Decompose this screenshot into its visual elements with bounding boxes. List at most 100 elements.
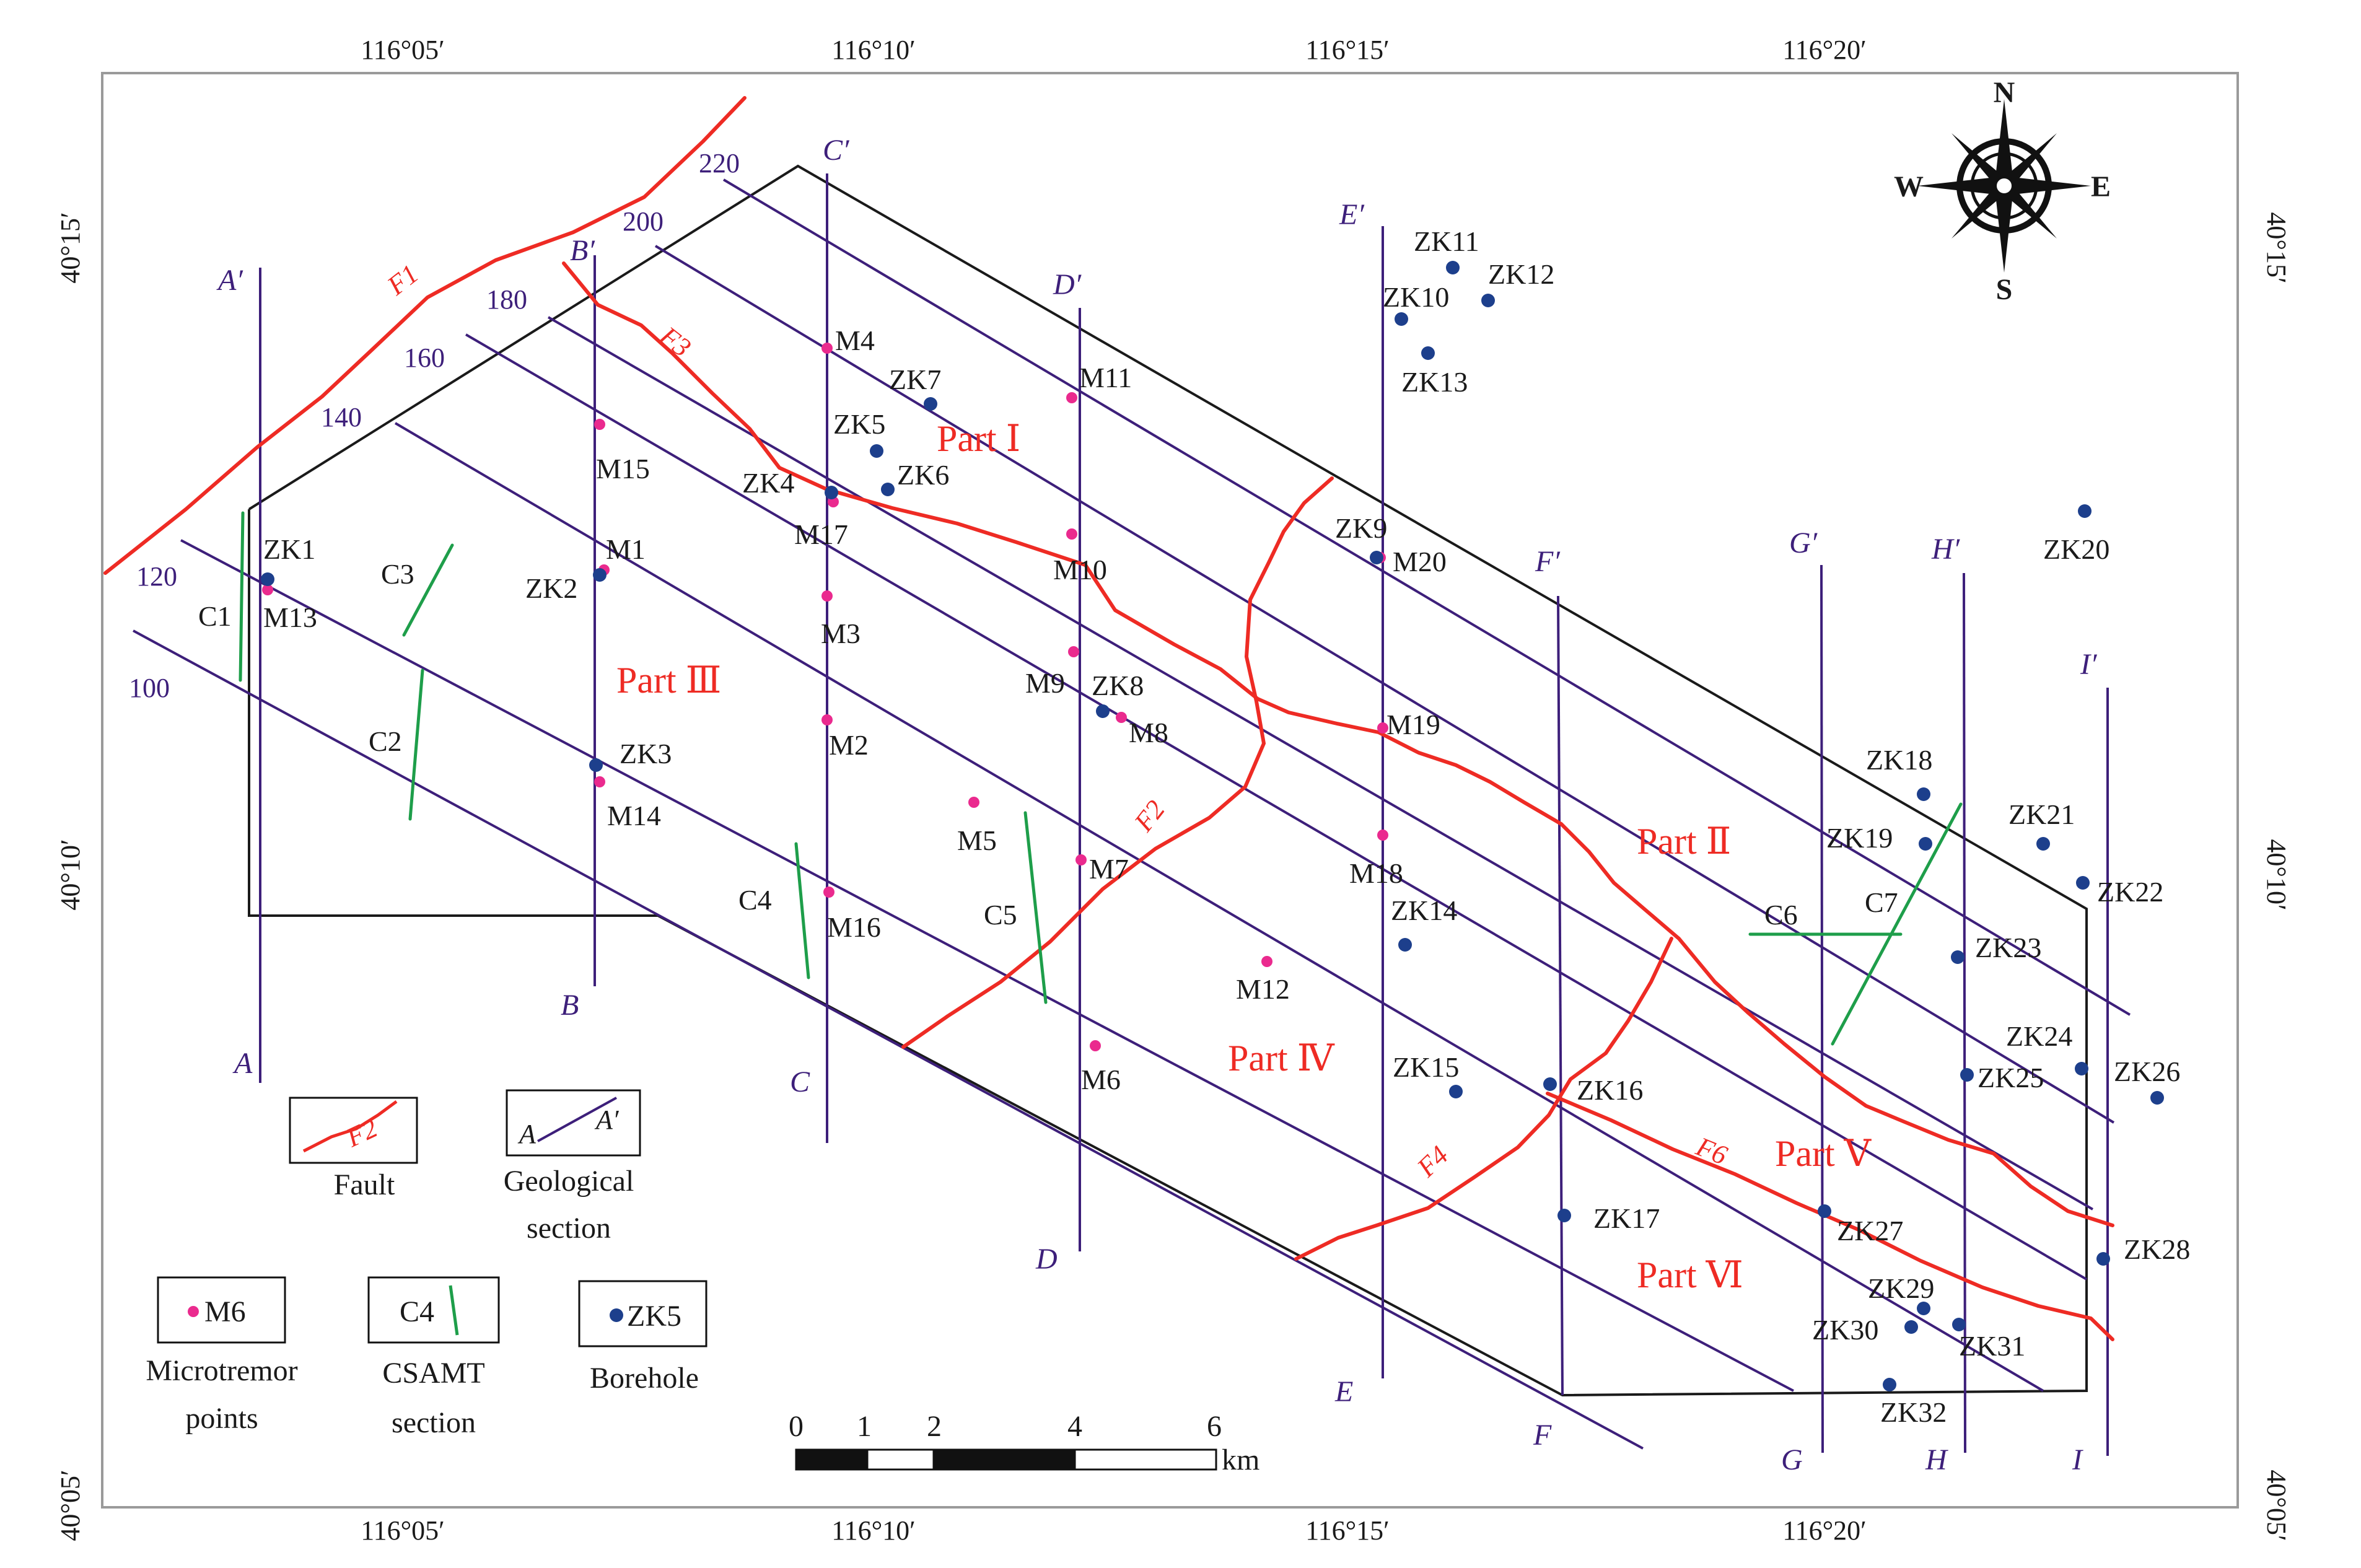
fault-f4 bbox=[1294, 937, 1673, 1261]
section-label-a-top: A′ bbox=[216, 264, 243, 297]
micro-label-m4: M4 bbox=[835, 325, 875, 356]
section-label-i-top: I′ bbox=[2080, 648, 2098, 681]
part-label-4: Part Ⅳ bbox=[1228, 1038, 1335, 1079]
borehole-zk2 bbox=[593, 568, 607, 582]
micro-label-m3: M3 bbox=[821, 618, 861, 649]
micro-point-m19 bbox=[1377, 722, 1388, 734]
micro-label-m14: M14 bbox=[607, 800, 661, 831]
compass-point-n bbox=[1995, 99, 2013, 177]
section-label-h-top: H′ bbox=[1931, 533, 1961, 566]
borehole-zk10 bbox=[1395, 312, 1408, 326]
survey-line-100 bbox=[133, 629, 1644, 1450]
section-label-b-top: B′ bbox=[570, 234, 595, 267]
map-frame bbox=[101, 72, 2239, 1509]
survey-line-120 bbox=[180, 539, 1794, 1392]
borehole-zk30 bbox=[1904, 1320, 1918, 1334]
borehole-label-zk28: ZK28 bbox=[2124, 1233, 2190, 1265]
line-number-100: 100 bbox=[129, 673, 170, 703]
borehole-zk13 bbox=[1421, 346, 1435, 360]
study-area-boundary bbox=[248, 164, 2088, 1397]
legend-section-line bbox=[537, 1097, 617, 1142]
compass-center bbox=[1994, 176, 2014, 196]
bottom-coord: 116°10′ bbox=[831, 1515, 916, 1546]
legend-csamt-label-2: section bbox=[392, 1406, 476, 1439]
scale-seg-2 bbox=[866, 1448, 935, 1471]
section-labels: A′ A B′ B C′ C D′ D E′ E F′ F G′ G H′ H … bbox=[216, 134, 2098, 1476]
scale-tick-1: 1 bbox=[857, 1410, 872, 1443]
scale-tick-2: 2 bbox=[927, 1410, 942, 1443]
borehole-label-zk2: ZK2 bbox=[525, 572, 577, 604]
borehole-label-zk8: ZK8 bbox=[1092, 670, 1144, 701]
line-number-200: 200 bbox=[623, 206, 664, 237]
legend-csamt-line bbox=[449, 1285, 459, 1336]
borehole-zk14 bbox=[1398, 938, 1412, 952]
borehole-zk32 bbox=[1883, 1378, 1896, 1391]
section-label-h-bottom: H bbox=[1925, 1443, 1948, 1476]
borehole-label-zk1: ZK1 bbox=[263, 533, 315, 565]
section-label-e-top: E′ bbox=[1339, 198, 1365, 231]
legend-section-b: A′ bbox=[594, 1105, 620, 1135]
section-label-f-top: F′ bbox=[1535, 545, 1561, 578]
left-coord: 40°15′ bbox=[55, 212, 85, 283]
left-coord: 40°10′ bbox=[55, 839, 85, 910]
borehole-zk6 bbox=[881, 483, 895, 496]
fault-labels: F1 F2 F3 F4 F6 bbox=[381, 258, 1732, 1183]
micro-point-m9 bbox=[1068, 646, 1079, 657]
left-coord-labels: 40°15′ 40°10′ 40°05′ bbox=[55, 212, 85, 1541]
micro-point-m5 bbox=[968, 797, 979, 808]
micro-point-m8 bbox=[1116, 712, 1127, 723]
micro-label-m11: M11 bbox=[1079, 362, 1132, 393]
line-numbers: 100 120 140 160 180 200 220 bbox=[129, 148, 740, 703]
micro-label-m18: M18 bbox=[1349, 857, 1403, 889]
fault-label-f3: F3 bbox=[654, 320, 696, 363]
legend-section-label-1: Geological bbox=[504, 1165, 634, 1198]
legend-micro-dot bbox=[188, 1306, 199, 1317]
borehole-zk18 bbox=[1917, 787, 1930, 801]
borehole-zk9 bbox=[1370, 551, 1383, 564]
top-coord-labels: 116°05′ 116°10′ 116°15′ 116°20′ bbox=[361, 35, 1867, 65]
micro-point-m3 bbox=[821, 590, 833, 602]
borehole-zk1 bbox=[261, 572, 274, 586]
faults bbox=[103, 96, 2114, 1341]
micro-point-m13 bbox=[262, 584, 273, 595]
compass-w: W bbox=[1894, 170, 1924, 203]
borehole-zk16 bbox=[1543, 1077, 1557, 1091]
fault-f6 bbox=[1546, 1092, 2114, 1341]
section-g bbox=[1820, 564, 1824, 1453]
scale-tick-4: 4 bbox=[1067, 1410, 1082, 1443]
borehole-label-zk9: ZK9 bbox=[1335, 512, 1387, 544]
micro-labels: M1 M2 M3 M4 M5 M6 M7 M8 M9 M10 M11 M12 M… bbox=[263, 325, 1447, 1095]
line-number-120: 120 bbox=[136, 561, 177, 592]
legend-bore-dot bbox=[610, 1308, 623, 1322]
part-label-5: Part Ⅴ bbox=[1775, 1133, 1872, 1174]
fault-label-f1: F1 bbox=[381, 258, 424, 301]
section-label-g-bottom: G bbox=[1781, 1443, 1803, 1476]
micro-point-m10 bbox=[1066, 528, 1077, 540]
borehole-label-zk15: ZK15 bbox=[1393, 1051, 1459, 1083]
borehole-zk31 bbox=[1952, 1318, 1966, 1331]
borehole-zk27 bbox=[1818, 1204, 1831, 1218]
micro-label-m6: M6 bbox=[1081, 1064, 1121, 1095]
borehole-label-zk25: ZK25 bbox=[1978, 1062, 2044, 1093]
borehole-label-zk6: ZK6 bbox=[897, 459, 949, 491]
bottom-coord: 116°20′ bbox=[1782, 1515, 1867, 1546]
scale-seg-4 bbox=[1074, 1448, 1217, 1471]
legend-bore-label: Borehole bbox=[590, 1362, 699, 1395]
borehole-zk23 bbox=[1951, 950, 1965, 964]
borehole-label-zk21: ZK21 bbox=[2008, 799, 2075, 830]
part-label-1: Part Ⅰ bbox=[937, 418, 1020, 459]
part-label-2: Part Ⅱ bbox=[1637, 821, 1731, 862]
micro-label-m5: M5 bbox=[957, 825, 997, 856]
compass-point-s bbox=[1995, 195, 2013, 273]
scale-bar: 0 1 2 4 6 km bbox=[789, 1410, 1259, 1476]
top-coord: 116°20′ bbox=[1782, 35, 1867, 65]
borehole-zk3 bbox=[589, 758, 603, 772]
borehole-label-zk4: ZK4 bbox=[742, 467, 794, 499]
compass-n: N bbox=[1994, 76, 2015, 109]
borehole-label-zk22: ZK22 bbox=[2097, 876, 2163, 908]
fault-f3 bbox=[562, 261, 2114, 1227]
legend-csamt-box bbox=[367, 1276, 500, 1344]
geological-sections bbox=[259, 173, 2109, 1456]
csamt-c5 bbox=[1023, 811, 1048, 1004]
